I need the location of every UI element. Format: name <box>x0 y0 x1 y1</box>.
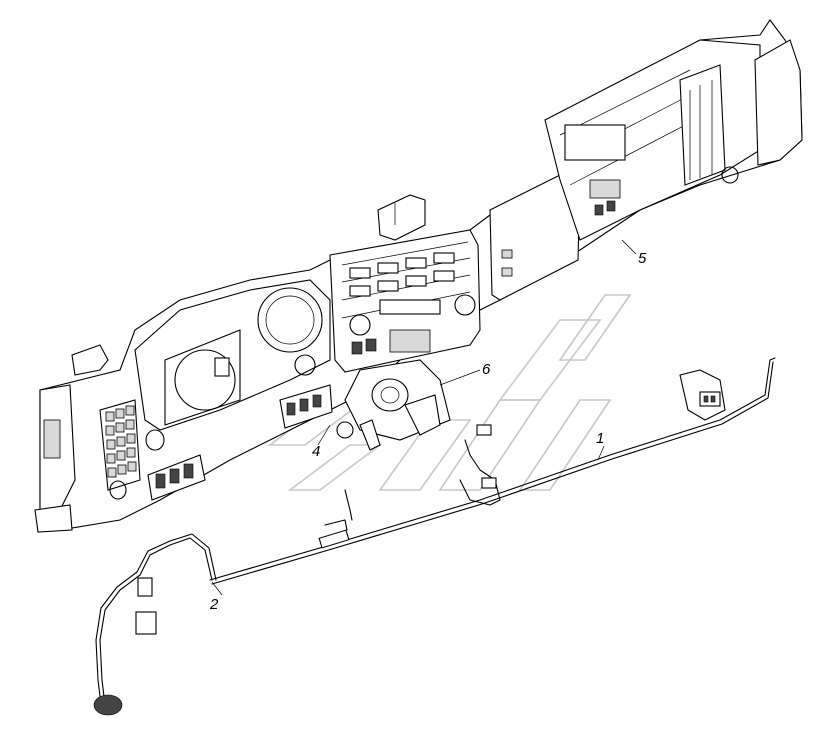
wiring-harness-main <box>209 357 776 585</box>
leader-line-5 <box>621 239 637 255</box>
wiring-harness-lower <box>93 533 217 716</box>
leader-line-2 <box>211 581 223 596</box>
steering-column <box>336 359 451 451</box>
dashboard-panel <box>34 19 803 533</box>
callout-4: 4 <box>312 443 320 460</box>
left-switch-grid <box>105 405 137 478</box>
leader-line-6 <box>439 369 481 386</box>
right-module <box>544 39 761 241</box>
callout-1: 1 <box>596 430 604 447</box>
callouts: 1 2 4 5 6 <box>209 239 647 613</box>
callout-6: 6 <box>482 361 491 378</box>
leader-line-1 <box>597 445 605 461</box>
callout-5: 5 <box>638 250 647 267</box>
leader-line-4 <box>317 424 331 446</box>
callout-2: 2 <box>209 596 219 613</box>
